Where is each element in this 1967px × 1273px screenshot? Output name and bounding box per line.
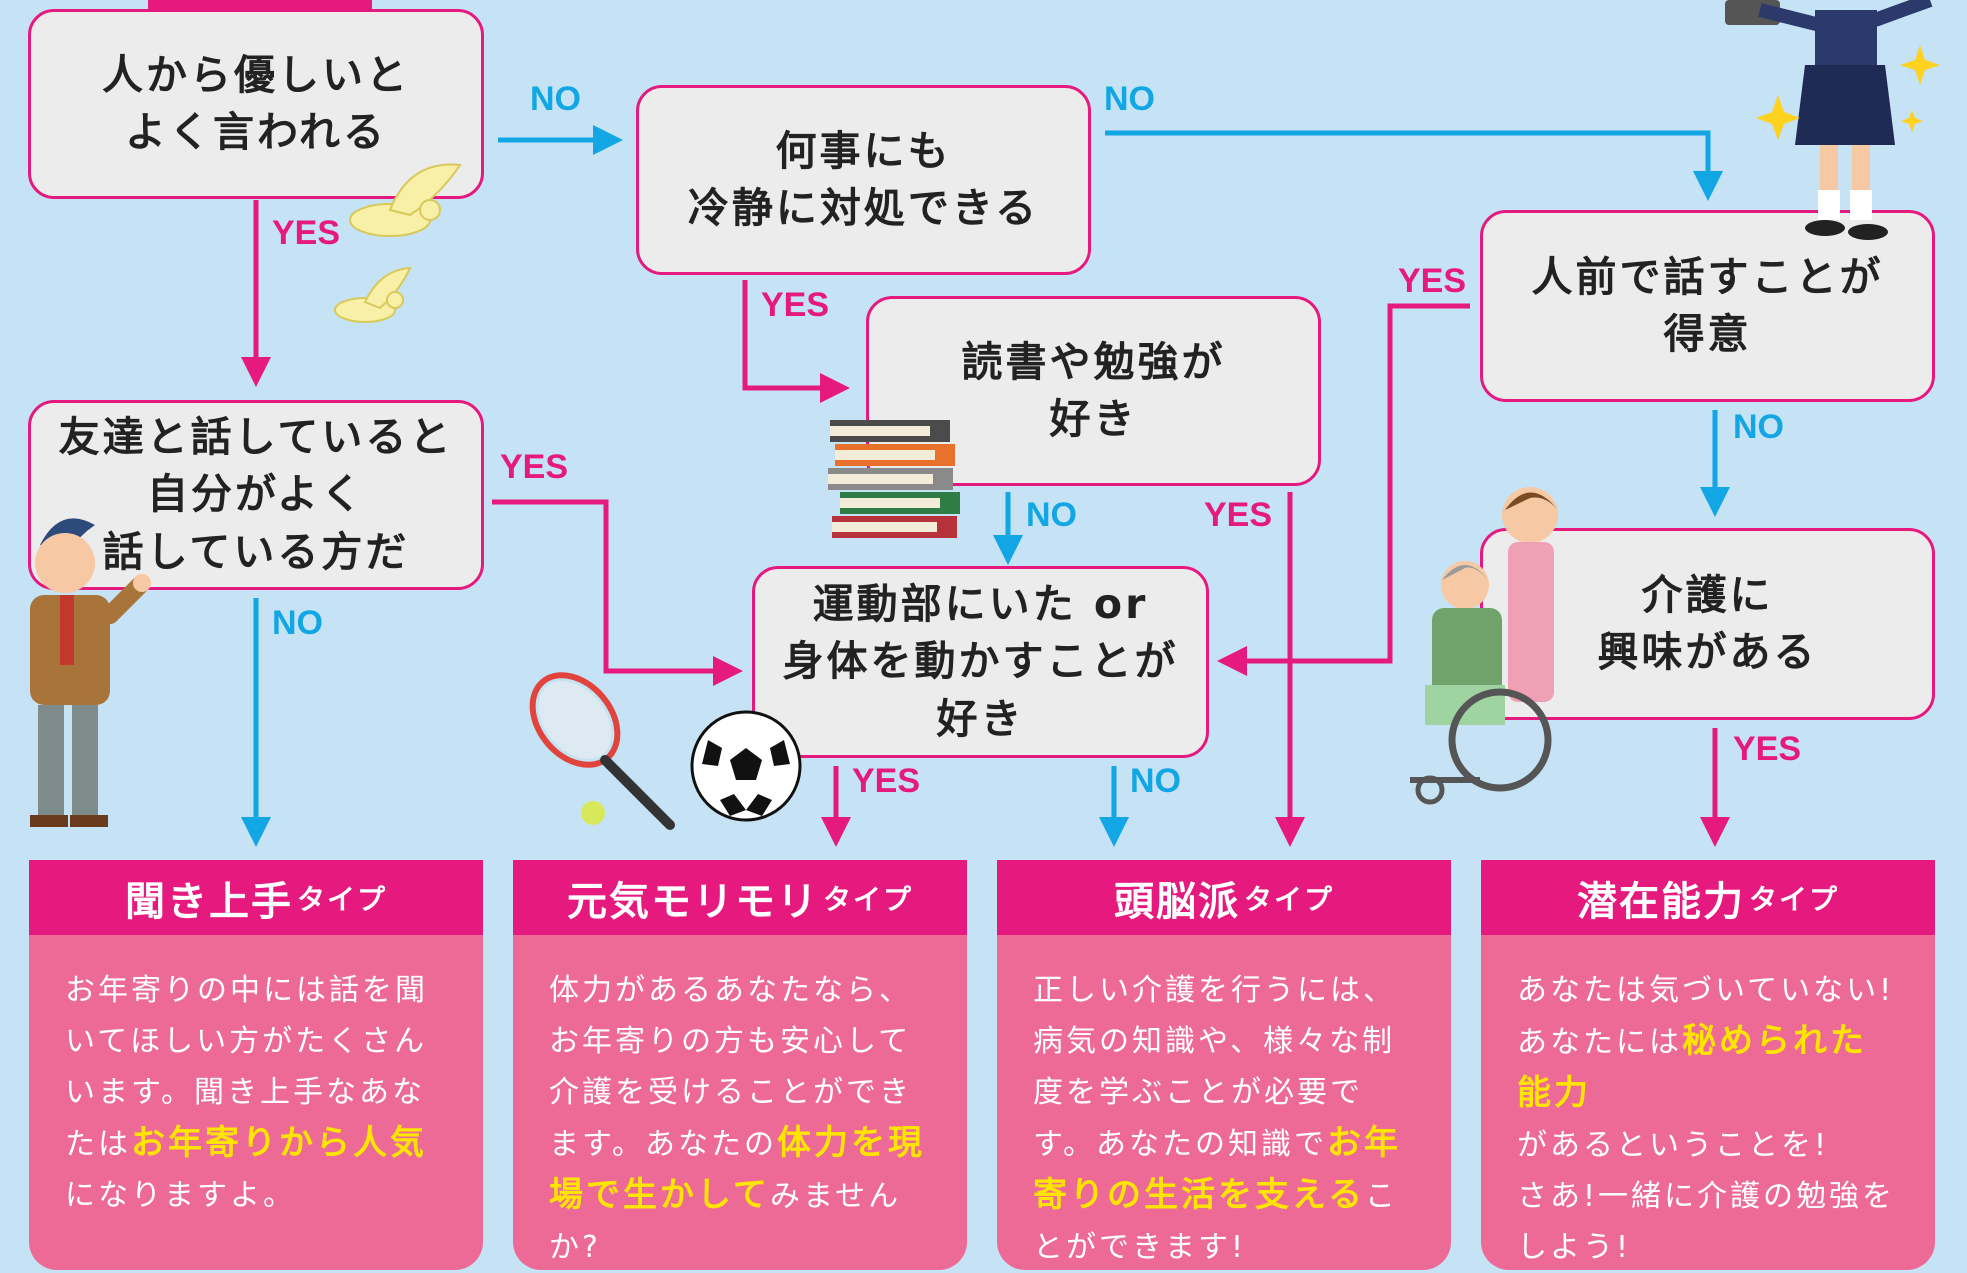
result-title: 元気モリモリ	[566, 878, 819, 925]
result-suffix: タイプ	[822, 882, 913, 916]
body-text: みませんか?	[549, 1179, 902, 1265]
wheelchair-illustration	[1410, 487, 1558, 805]
arrow-q2-yes	[742, 280, 850, 403]
result-header: 頭脳派タイプ	[997, 860, 1451, 935]
yes-label: YES	[272, 214, 341, 252]
top-pink-tab	[148, 0, 372, 10]
student-illustration	[30, 518, 151, 827]
highlight-text: お年寄りの生活を支える	[1033, 1123, 1401, 1215]
no-label: NO	[272, 604, 323, 642]
result-card-good-listener: 聞き上手タイプ お年寄りの中には話を聞いてほしい方がたくさんいます。聞き上手なあ…	[29, 860, 483, 1270]
books-illustration	[828, 420, 960, 538]
arrow-q4-yes	[1217, 303, 1470, 676]
no-label: NO	[1733, 408, 1784, 446]
result-title: 潜在能力	[1576, 878, 1745, 925]
schoolgirl-illustration	[1725, 0, 1940, 240]
body-text: 正しい介護を行うには、病気の知識や、様々な制度を学ぶことが必要です。あなたの知識…	[1033, 973, 1396, 1162]
result-body: 正しい介護を行うには、病気の知識や、様々な制度を学ぶことが必要です。あなたの知識…	[997, 935, 1451, 1270]
result-title: 聞き上手	[124, 878, 293, 925]
result-card-intellectual: 頭脳派タイプ 正しい介護を行うには、病気の知識や、様々な制度を学ぶことが必要です…	[997, 860, 1451, 1270]
result-body: お年寄りの中には話を聞いてほしい方がたくさんいます。聞き上手なあなたはお年寄りか…	[29, 935, 483, 1270]
yes-label: YES	[1733, 730, 1802, 768]
yes-label: YES	[1398, 262, 1467, 300]
highlight-text: 秘められた能力	[1517, 1021, 1867, 1113]
result-card-energetic: 元気モリモリタイプ 体力があるあなたなら、お年寄りの方も安心して介護を受けること…	[513, 860, 967, 1270]
result-suffix: タイプ	[1243, 882, 1334, 916]
yes-label: YES	[1204, 496, 1273, 534]
result-header: 潜在能力タイプ	[1481, 860, 1935, 935]
arrow-q5-yes	[492, 499, 743, 686]
question-public-speaking: 人前で話すことが 得意	[1480, 210, 1935, 402]
body-text: さあ!一緒に介護の勉強をしよう!	[1517, 1179, 1896, 1265]
result-suffix: タイプ	[296, 882, 387, 916]
result-title: 頭脳派	[1113, 878, 1240, 925]
body-text: になりますよ。	[65, 1178, 296, 1213]
tennis-racket-illustration	[529, 672, 675, 830]
no-label: NO	[530, 80, 581, 118]
body-text: あなたは気づいていない!	[1517, 973, 1895, 1008]
result-header: 元気モリモリタイプ	[513, 860, 967, 935]
yes-label: YES	[761, 286, 830, 324]
yes-label: YES	[500, 448, 569, 486]
no-label: NO	[1130, 762, 1181, 800]
result-suffix: タイプ	[1748, 882, 1839, 916]
question-calm: 何事にも 冷静に対処できる	[636, 85, 1091, 275]
soccer-ball-illustration	[690, 710, 802, 822]
question-sports: 運動部にいた or 身体を動かすことが 好き	[752, 566, 1209, 758]
dove-illustration	[334, 163, 462, 323]
body-text: 体力があるあなたなら、お年寄りの方も安心して介護を受けることができます。あなたの	[549, 973, 912, 1162]
highlight-text: お年寄りから人気	[131, 1123, 427, 1163]
result-header: 聞き上手タイプ	[29, 860, 483, 935]
no-label: NO	[1104, 80, 1155, 118]
yes-label: YES	[852, 762, 921, 800]
question-care-interest: 介護に 興味がある	[1480, 528, 1935, 720]
arrow-q2-no	[1105, 130, 1723, 201]
result-body: あなたは気づいていない! あなたには秘められた能力があるということを! さあ!一緒に…	[1481, 935, 1935, 1270]
question-talkative: 友達と話していると 自分がよく 話している方だ	[28, 400, 484, 590]
body-text: があるということを!	[1517, 1128, 1830, 1163]
question-kind: 人から優しいと よく言われる	[28, 9, 484, 199]
body-text: お年寄りの中には話を聞いてほしい方がたくさんいます。聞き上手なあなたは	[65, 973, 428, 1162]
no-label: NO	[1026, 496, 1077, 534]
highlight-text: 体力を現場で生かして	[549, 1123, 925, 1215]
result-card-hidden-potential: 潜在能力タイプ あなたは気づいていない! あなたには秘められた能力があるということ…	[1481, 860, 1935, 1270]
body-text: あなたには	[1517, 1025, 1682, 1060]
result-body: 体力があるあなたなら、お年寄りの方も安心して介護を受けることができます。あなたの…	[513, 935, 967, 1270]
